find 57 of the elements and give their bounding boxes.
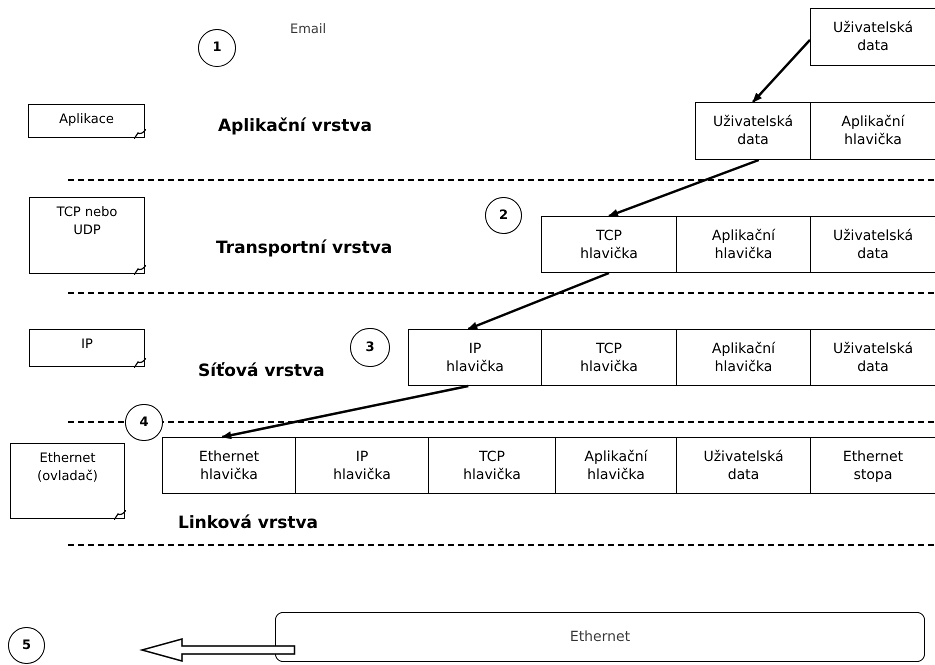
node-text: TCP nebo UDP	[56, 204, 118, 240]
node-text: TCP hlavička	[580, 226, 638, 262]
node-text: IP hlavička	[446, 340, 504, 376]
layer-title: Linková vrstva	[178, 512, 318, 535]
node-text: Ethernet (ovladač)	[36, 450, 99, 486]
node-text: IP	[81, 336, 93, 354]
packet-field	[408, 329, 542, 386]
arrow	[608, 158, 760, 218]
arrow	[221, 384, 469, 440]
node-text: Aplikace	[59, 111, 114, 129]
packet-field	[810, 216, 935, 273]
packet-field	[810, 8, 935, 66]
packet-field	[676, 329, 811, 386]
packet-field	[810, 329, 935, 386]
email-label: Email	[290, 21, 326, 39]
step-number: 5	[22, 636, 32, 655]
arrow	[752, 39, 811, 103]
hollow-arrow	[139, 638, 296, 662]
layer-title: Síťová vrstva	[198, 360, 325, 383]
packet-field	[676, 216, 811, 273]
node-text: TCP hlavička	[463, 448, 521, 484]
packet-field	[541, 216, 677, 273]
node-text: Ethernet stopa	[842, 448, 904, 484]
packet-field	[810, 102, 935, 160]
packet-field	[295, 437, 429, 494]
node-text: Ethernet	[570, 628, 630, 646]
packet-field	[428, 437, 556, 494]
layer-title: Transportní vrstva	[216, 237, 392, 260]
step-number: 2	[498, 206, 508, 225]
node-text: Aplikační hlavička	[712, 340, 776, 376]
node-text: Uživatelská data	[712, 113, 794, 149]
packet-field	[541, 329, 677, 386]
packet-field	[555, 437, 677, 494]
node-text: TCP hlavička	[580, 340, 638, 376]
node-text: Aplikační hlavička	[584, 448, 648, 484]
packet-field	[695, 102, 811, 160]
step-number: 3	[365, 338, 375, 357]
node-text: Uživatelská data	[703, 448, 784, 484]
node-text: Aplikační hlavička	[712, 226, 776, 262]
node-text: Uživatelská data	[832, 19, 914, 55]
node-text: Uživatelská data	[832, 226, 914, 262]
node-text: IP hlavička	[333, 448, 391, 484]
node-text: Aplikační hlavička	[841, 113, 905, 149]
note-box	[29, 197, 145, 274]
network-bus	[275, 612, 925, 662]
note-box	[28, 104, 145, 138]
arrow	[467, 272, 610, 330]
packet-field	[810, 437, 935, 494]
layer-title: Aplikační vrstva	[218, 115, 372, 138]
note-box	[29, 329, 145, 367]
step-number: 4	[139, 414, 149, 432]
packet-field	[162, 437, 296, 494]
step-number: 1	[212, 39, 222, 58]
node-text: Uživatelská data	[832, 340, 914, 376]
node-text: Ethernet hlavička	[198, 448, 260, 484]
packet-field	[676, 437, 811, 494]
note-box	[10, 443, 125, 519]
